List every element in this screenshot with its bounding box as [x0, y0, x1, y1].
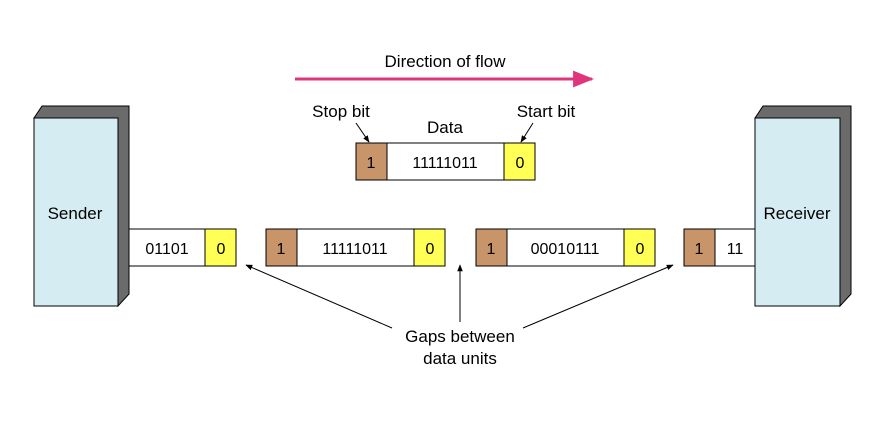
detail-stop-bit-value: 1 — [367, 155, 376, 172]
sender-label: Sender — [48, 204, 103, 223]
frame-1-data-bits — [296, 228, 415, 267]
frame-1-start-bit — [413, 228, 446, 267]
frame-2-start-value: 0 — [636, 241, 645, 258]
sender-outgoing-start-bit — [204, 228, 237, 267]
detail-data-value: 11111011 — [412, 155, 477, 172]
sender-outgoing-frame: 01101 0 — [128, 228, 237, 267]
frame-2-data-bits — [506, 228, 625, 267]
start-bit-callout-arrow — [520, 122, 534, 143]
sender-outgoing-data — [128, 228, 206, 267]
receiver-incoming-data — [714, 228, 756, 267]
frame-1-stop-bit — [265, 228, 298, 267]
frame-2-stop-bit — [475, 228, 508, 267]
sender-device: Sender — [33, 105, 130, 308]
receiver-incoming-stop-value: 1 — [695, 241, 704, 258]
stop-bit-callout-arrow — [355, 122, 370, 143]
frame-1-stop-value: 1 — [277, 241, 286, 258]
detail-data-bits — [386, 142, 505, 181]
gaps-label-line-2: data units — [423, 349, 497, 368]
detail-start-bit-value: 0 — [516, 155, 525, 172]
gap-arrow-left — [245, 264, 393, 329]
receiver-device: Receiver — [754, 105, 852, 308]
stop-bit-callout: Stop bit — [312, 102, 370, 121]
frame-2-data-value: 00010111 — [531, 241, 600, 258]
direction-of-flow-label: Direction of flow — [385, 52, 507, 71]
detail-frame: 1 11111011 0 — [355, 142, 536, 181]
frame-2-start-bit — [623, 228, 656, 267]
sender-front — [33, 117, 119, 307]
data-callout: Data — [427, 118, 463, 137]
detail-start-bit — [503, 142, 536, 181]
start-bit-callout: Start bit — [517, 102, 576, 121]
frame-1-data-value: 11111011 — [322, 241, 387, 258]
receiver-incoming-data-value: 11 — [727, 241, 744, 258]
frame-1-start-value: 0 — [426, 241, 435, 258]
gap-arrow-right — [522, 264, 674, 329]
receiver-front — [754, 117, 841, 307]
sender-outgoing-data-value: 01101 — [145, 241, 188, 258]
frame-1: 1 11111011 0 — [265, 228, 446, 267]
frame-2: 1 00010111 0 — [475, 228, 656, 267]
frame-2-stop-value: 1 — [487, 241, 496, 258]
sender-outgoing-start-value: 0 — [217, 241, 226, 258]
receiver-incoming-frame: 1 11 — [683, 228, 756, 267]
gaps-label-line-1: Gaps between — [405, 327, 515, 346]
receiver-label: Receiver — [763, 204, 830, 223]
